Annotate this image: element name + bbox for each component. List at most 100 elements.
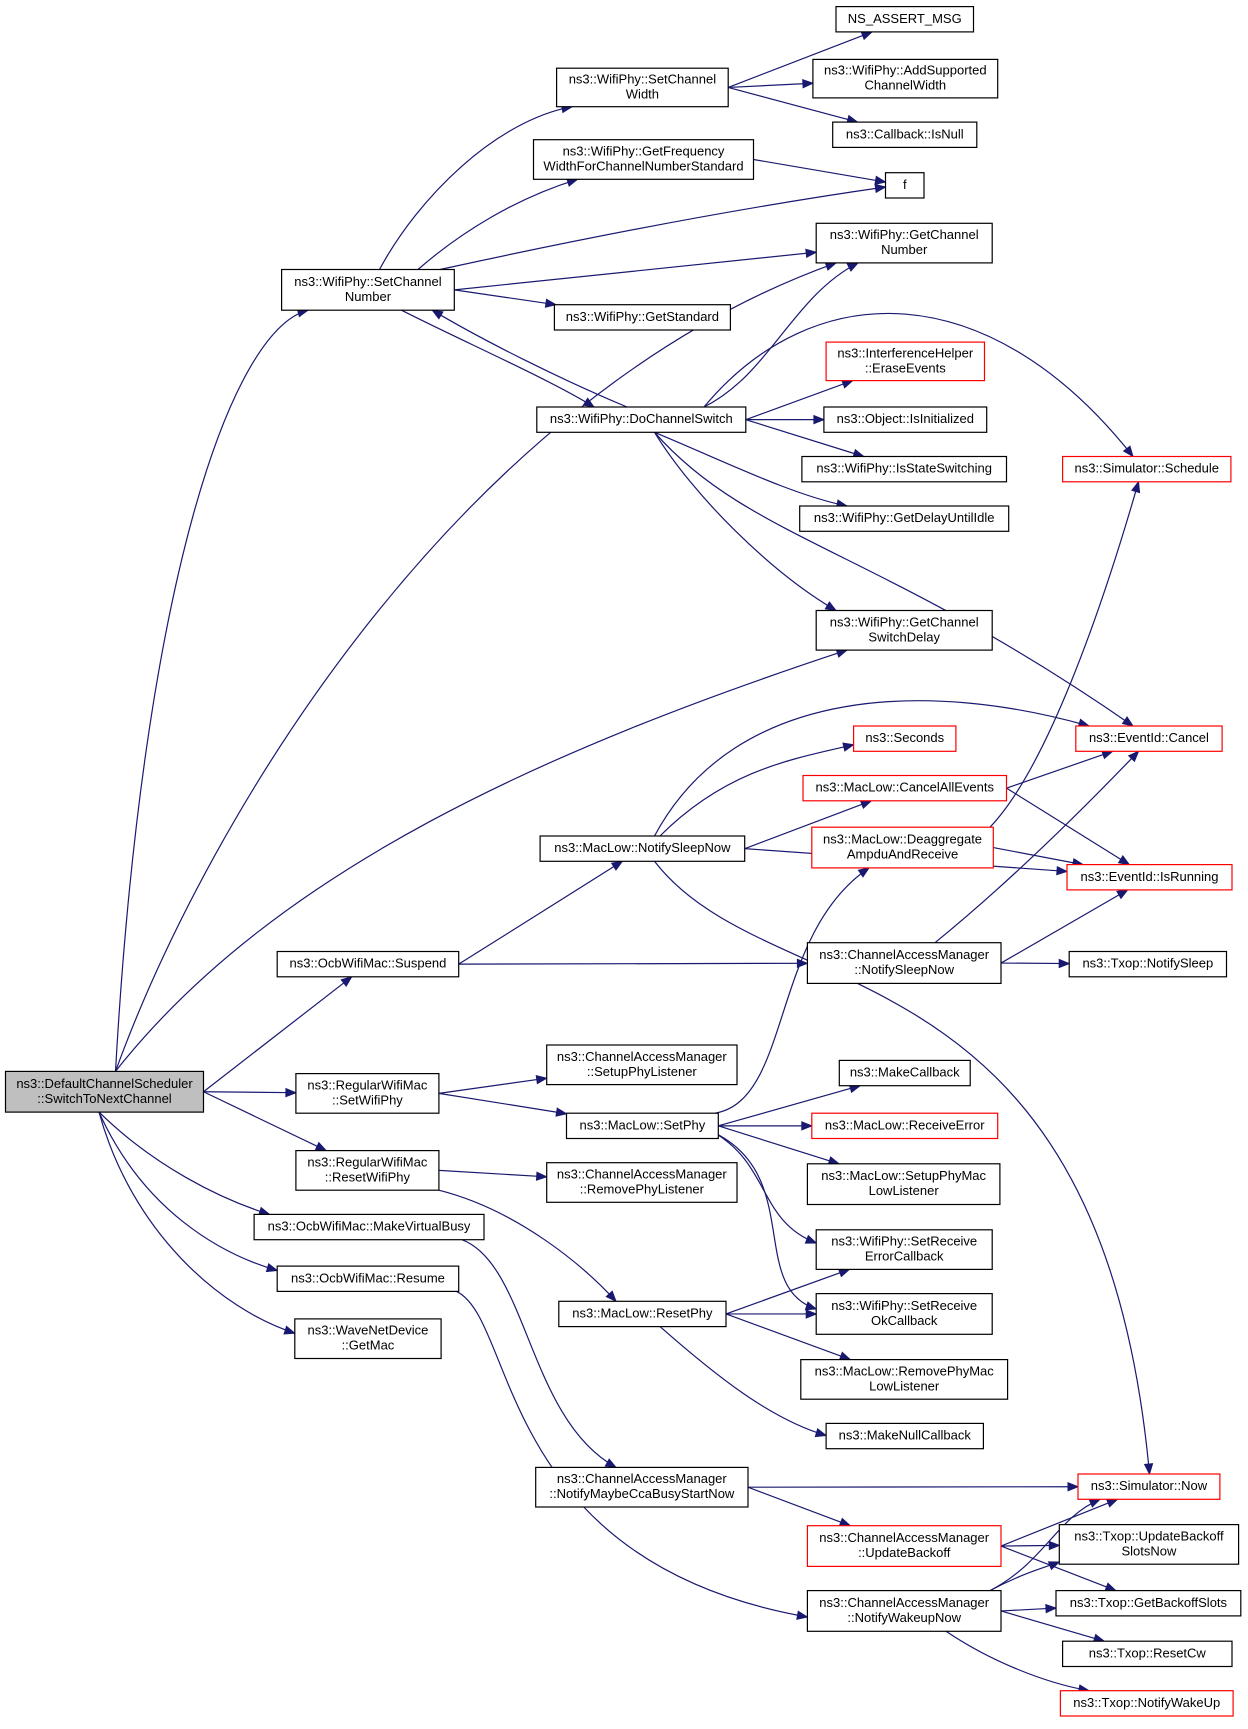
node-box: [815, 222, 993, 264]
function-node[interactable]: f: [884, 172, 925, 199]
function-node[interactable]: ns3::ChannelAccessManager::UpdateBackoff: [806, 1525, 1002, 1567]
call-edge: [417, 177, 579, 270]
call-edge: [718, 1121, 814, 1131]
call-edge: [1006, 787, 1131, 866]
function-node[interactable]: ns3::ChannelAccessManager::NotifySleepNo…: [806, 942, 1002, 985]
function-node[interactable]: ns3::ChannelAccessManager::NotifyMaybeCc…: [535, 1466, 749, 1508]
node-label: AmpduAndReceive: [847, 847, 958, 862]
function-node[interactable]: ns3::Callback::IsNull: [832, 121, 978, 148]
node-label: ns3::MacLow::SetPhy: [580, 1117, 706, 1132]
node-box: [825, 341, 986, 382]
call-edge: [1000, 1603, 1058, 1614]
node-box: [546, 1162, 738, 1203]
node-label: ns3::DefaultChannelScheduler: [16, 1076, 193, 1091]
node-box: [806, 1163, 1001, 1206]
node-label: ::ResetWifiPhy: [325, 1169, 411, 1184]
node-label: ns3::WifiPhy::SetReceive: [831, 1298, 977, 1313]
function-node[interactable]: ns3::Txop::NotifySleep: [1068, 950, 1228, 978]
node-label: ns3::EventId::Cancel: [1089, 730, 1209, 745]
node-label: ns3::WaveNetDevice: [307, 1323, 428, 1338]
node-box: [555, 67, 729, 108]
call-edge: [98, 1111, 271, 1216]
call-edge: [745, 419, 866, 458]
node-label: ::RemovePhyListener: [580, 1182, 705, 1197]
function-node[interactable]: ns3::DefaultChannelScheduler::SwitchToNe…: [4, 1070, 205, 1113]
function-node[interactable]: ns3::MacLow::ReceiveError: [811, 1112, 999, 1140]
function-node[interactable]: ns3::WifiPhy::IsStateSwitching: [801, 455, 1008, 483]
function-node[interactable]: ns3::WifiPhy::DoChannelSwitch: [536, 406, 747, 433]
function-node[interactable]: ns3::Txop::NotifyWakeUp: [1059, 1690, 1234, 1717]
node-box: [815, 1292, 993, 1335]
node-label: ns3::MacLow::RemovePhyMac: [815, 1363, 995, 1378]
node-label: ns3::Callback::IsNull: [846, 126, 964, 141]
function-node[interactable]: ns3::OcbWifiMac::Resume: [276, 1265, 460, 1292]
function-node[interactable]: ns3::ChannelAccessManager::NotifyWakeupN…: [806, 1589, 1002, 1632]
call-edge: [659, 742, 855, 837]
node-box: [812, 58, 999, 99]
function-node[interactable]: ns3::MacLow::SetPhy: [565, 1112, 719, 1140]
function-node[interactable]: NS_ASSERT_MSG: [835, 5, 975, 33]
node-box: [1055, 1589, 1242, 1617]
node-box: [802, 774, 1008, 802]
function-node[interactable]: ns3::EventId::Cancel: [1075, 725, 1223, 752]
function-node[interactable]: ns3::ChannelAccessManager::RemovePhyList…: [546, 1162, 738, 1203]
function-node[interactable]: ns3::RegularWifiMac::SetWifiPhy: [295, 1072, 440, 1114]
function-node[interactable]: ns3::EventId::IsRunning: [1066, 863, 1233, 891]
node-box: [1066, 863, 1233, 891]
function-node[interactable]: ns3::MacLow::NotifySleepNow: [539, 835, 746, 862]
function-node[interactable]: ns3::Txop::GetBackoffSlots: [1055, 1589, 1242, 1617]
node-label: OkCallback: [871, 1313, 938, 1328]
node-label: ns3::WifiPhy::SetChannel: [294, 274, 442, 289]
node-label: ::EraseEvents: [865, 360, 946, 375]
node-box: [295, 1072, 440, 1114]
node-label: ns3::Txop::ResetCw: [1089, 1645, 1207, 1660]
call-edge: [439, 183, 887, 271]
function-node[interactable]: ns3::Simulator::Schedule: [1061, 455, 1232, 483]
function-node[interactable]: ns3::Object::IsInitialized: [823, 406, 988, 433]
function-node[interactable]: ns3::WifiPhy::GetDelayUntilIdle: [799, 505, 1010, 532]
node-label: NS_ASSERT_MSG: [848, 11, 962, 26]
function-node[interactable]: ns3::MakeCallback: [838, 1059, 971, 1087]
call-edge: [1000, 958, 1071, 969]
function-node[interactable]: ns3::OcbWifiMac::Suspend: [276, 950, 460, 978]
function-node[interactable]: ns3::ChannelAccessManager::SetupPhyListe…: [546, 1044, 738, 1086]
function-node[interactable]: ns3::Txop::ResetCw: [1061, 1640, 1233, 1668]
function-node[interactable]: ns3::WifiPhy::GetFrequencyWidthForChanne…: [532, 139, 755, 180]
function-node[interactable]: ns3::MacLow::ResetPhy: [558, 1300, 727, 1328]
function-node[interactable]: ns3::Seconds: [852, 725, 957, 752]
call-edge: [726, 1309, 818, 1319]
node-label: ns3::MacLow::NotifySleepNow: [554, 840, 731, 855]
function-node[interactable]: ns3::InterferenceHelper::EraseEvents: [825, 341, 986, 382]
node-box: [811, 826, 994, 869]
node-box: [806, 1525, 1002, 1567]
function-node[interactable]: ns3::Simulator::Now: [1077, 1473, 1221, 1500]
function-node[interactable]: ns3::RegularWifiMac::ResetWifiPhy: [295, 1149, 440, 1191]
node-label: ns3::WifiPhy::DoChannelSwitch: [550, 411, 733, 426]
node-label: Number: [881, 242, 928, 257]
node-label: ns3::Simulator::Now: [1091, 1478, 1208, 1493]
function-node[interactable]: ns3::MacLow::CancelAllEvents: [802, 774, 1008, 802]
node-label: SlotsNow: [1121, 1543, 1177, 1558]
function-node[interactable]: ns3::MakeNullCallback: [825, 1422, 984, 1450]
function-node[interactable]: ns3::OcbWifiMac::MakeVirtualBusy: [253, 1213, 485, 1241]
function-node[interactable]: ns3::WaveNetDevice::GetMac: [294, 1318, 442, 1360]
node-label: ns3::Txop::NotifyWakeUp: [1073, 1695, 1220, 1710]
node-box: [1075, 725, 1223, 752]
node-box: [1068, 950, 1228, 978]
call-edge: [438, 1074, 549, 1094]
function-node[interactable]: ns3::WifiPhy::GetStandard: [553, 304, 732, 331]
node-label: ns3::RegularWifiMac: [307, 1077, 427, 1092]
node-label: ns3::Txop::GetBackoffSlots: [1070, 1595, 1228, 1610]
